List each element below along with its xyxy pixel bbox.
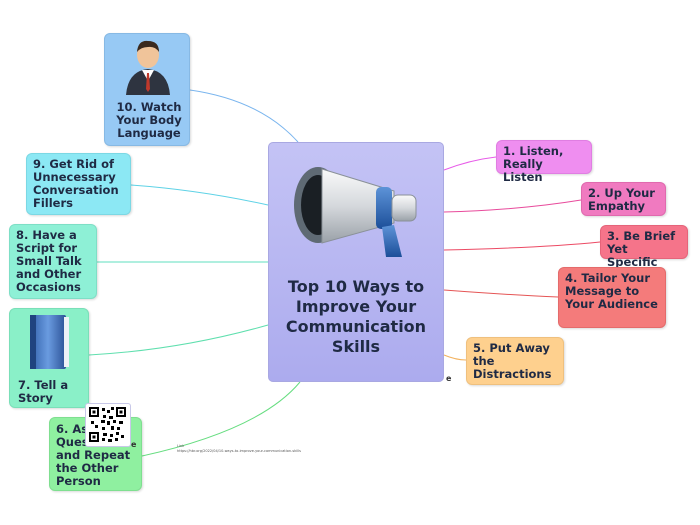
- connector-4: [443, 289, 559, 298]
- branch-9-fillers[interactable]: 9. Get Rid of Unnecessary Conversation F…: [26, 153, 131, 215]
- branch-7-label: 7. Tell a Story: [18, 378, 69, 405]
- branch-8-script[interactable]: 8. Have a Script for Small Talk and Othe…: [9, 224, 97, 299]
- branch-3-brief[interactable]: 3. Be Brief Yet Specific: [600, 225, 688, 269]
- link-note-title: Link: [177, 444, 185, 448]
- connector-6: [141, 381, 301, 457]
- qr-code[interactable]: [85, 403, 131, 447]
- branch-5-label: 5. Put Away the Distractions: [473, 341, 552, 381]
- branch-1-listen[interactable]: 1. Listen, Really Listen: [496, 140, 592, 184]
- link-note[interactable]: Link https://hbr.org/2022/04/10-ways-to-…: [177, 444, 377, 454]
- attachment-marker-ask[interactable]: e: [131, 440, 137, 449]
- central-title: Top 10 Ways to Improve Your Communicatio…: [285, 277, 427, 356]
- branch-4-label: 4. Tailor Your Message to Your Audience: [565, 271, 658, 311]
- branch-5-distractions[interactable]: 5. Put Away the Distractions: [466, 337, 564, 385]
- branch-4-tailor[interactable]: 4. Tailor Your Message to Your Audience: [558, 267, 666, 328]
- branch-1-label: 1. Listen, Really Listen: [503, 144, 564, 184]
- branch-10-body-language[interactable]: 10. Watch Your Body Language: [104, 33, 190, 146]
- connector-1: [443, 156, 497, 171]
- businessman-icon: [126, 40, 170, 95]
- connector-10: [189, 89, 299, 143]
- central-topic[interactable]: Top 10 Ways to Improve Your Communicatio…: [268, 142, 444, 382]
- megaphone-icon: [294, 167, 417, 257]
- branch-3-label: 3. Be Brief Yet Specific: [607, 229, 676, 269]
- branch-2-empathy[interactable]: 2. Up Your Empathy: [581, 182, 666, 216]
- branch-2-label: 2. Up Your Empathy: [588, 186, 655, 213]
- branch-10-label: 10. Watch Your Body Language: [116, 100, 182, 140]
- qr-code-icon: [89, 407, 126, 442]
- connector-2: [443, 199, 582, 213]
- connector-7: [88, 324, 269, 356]
- attachment-marker[interactable]: e: [446, 374, 452, 383]
- connector-5: [443, 354, 467, 361]
- connector-3: [443, 241, 601, 251]
- connector-9: [130, 184, 269, 206]
- book-icon: [30, 315, 69, 369]
- branch-9-label: 9. Get Rid of Unnecessary Conversation F…: [33, 157, 119, 210]
- link-note-url: https://hbr.org/2022/04/10-ways-to-impro…: [177, 449, 301, 453]
- branch-8-label: 8. Have a Script for Small Talk and Othe…: [16, 228, 82, 294]
- branch-7-story[interactable]: 7. Tell a Story: [9, 308, 89, 408]
